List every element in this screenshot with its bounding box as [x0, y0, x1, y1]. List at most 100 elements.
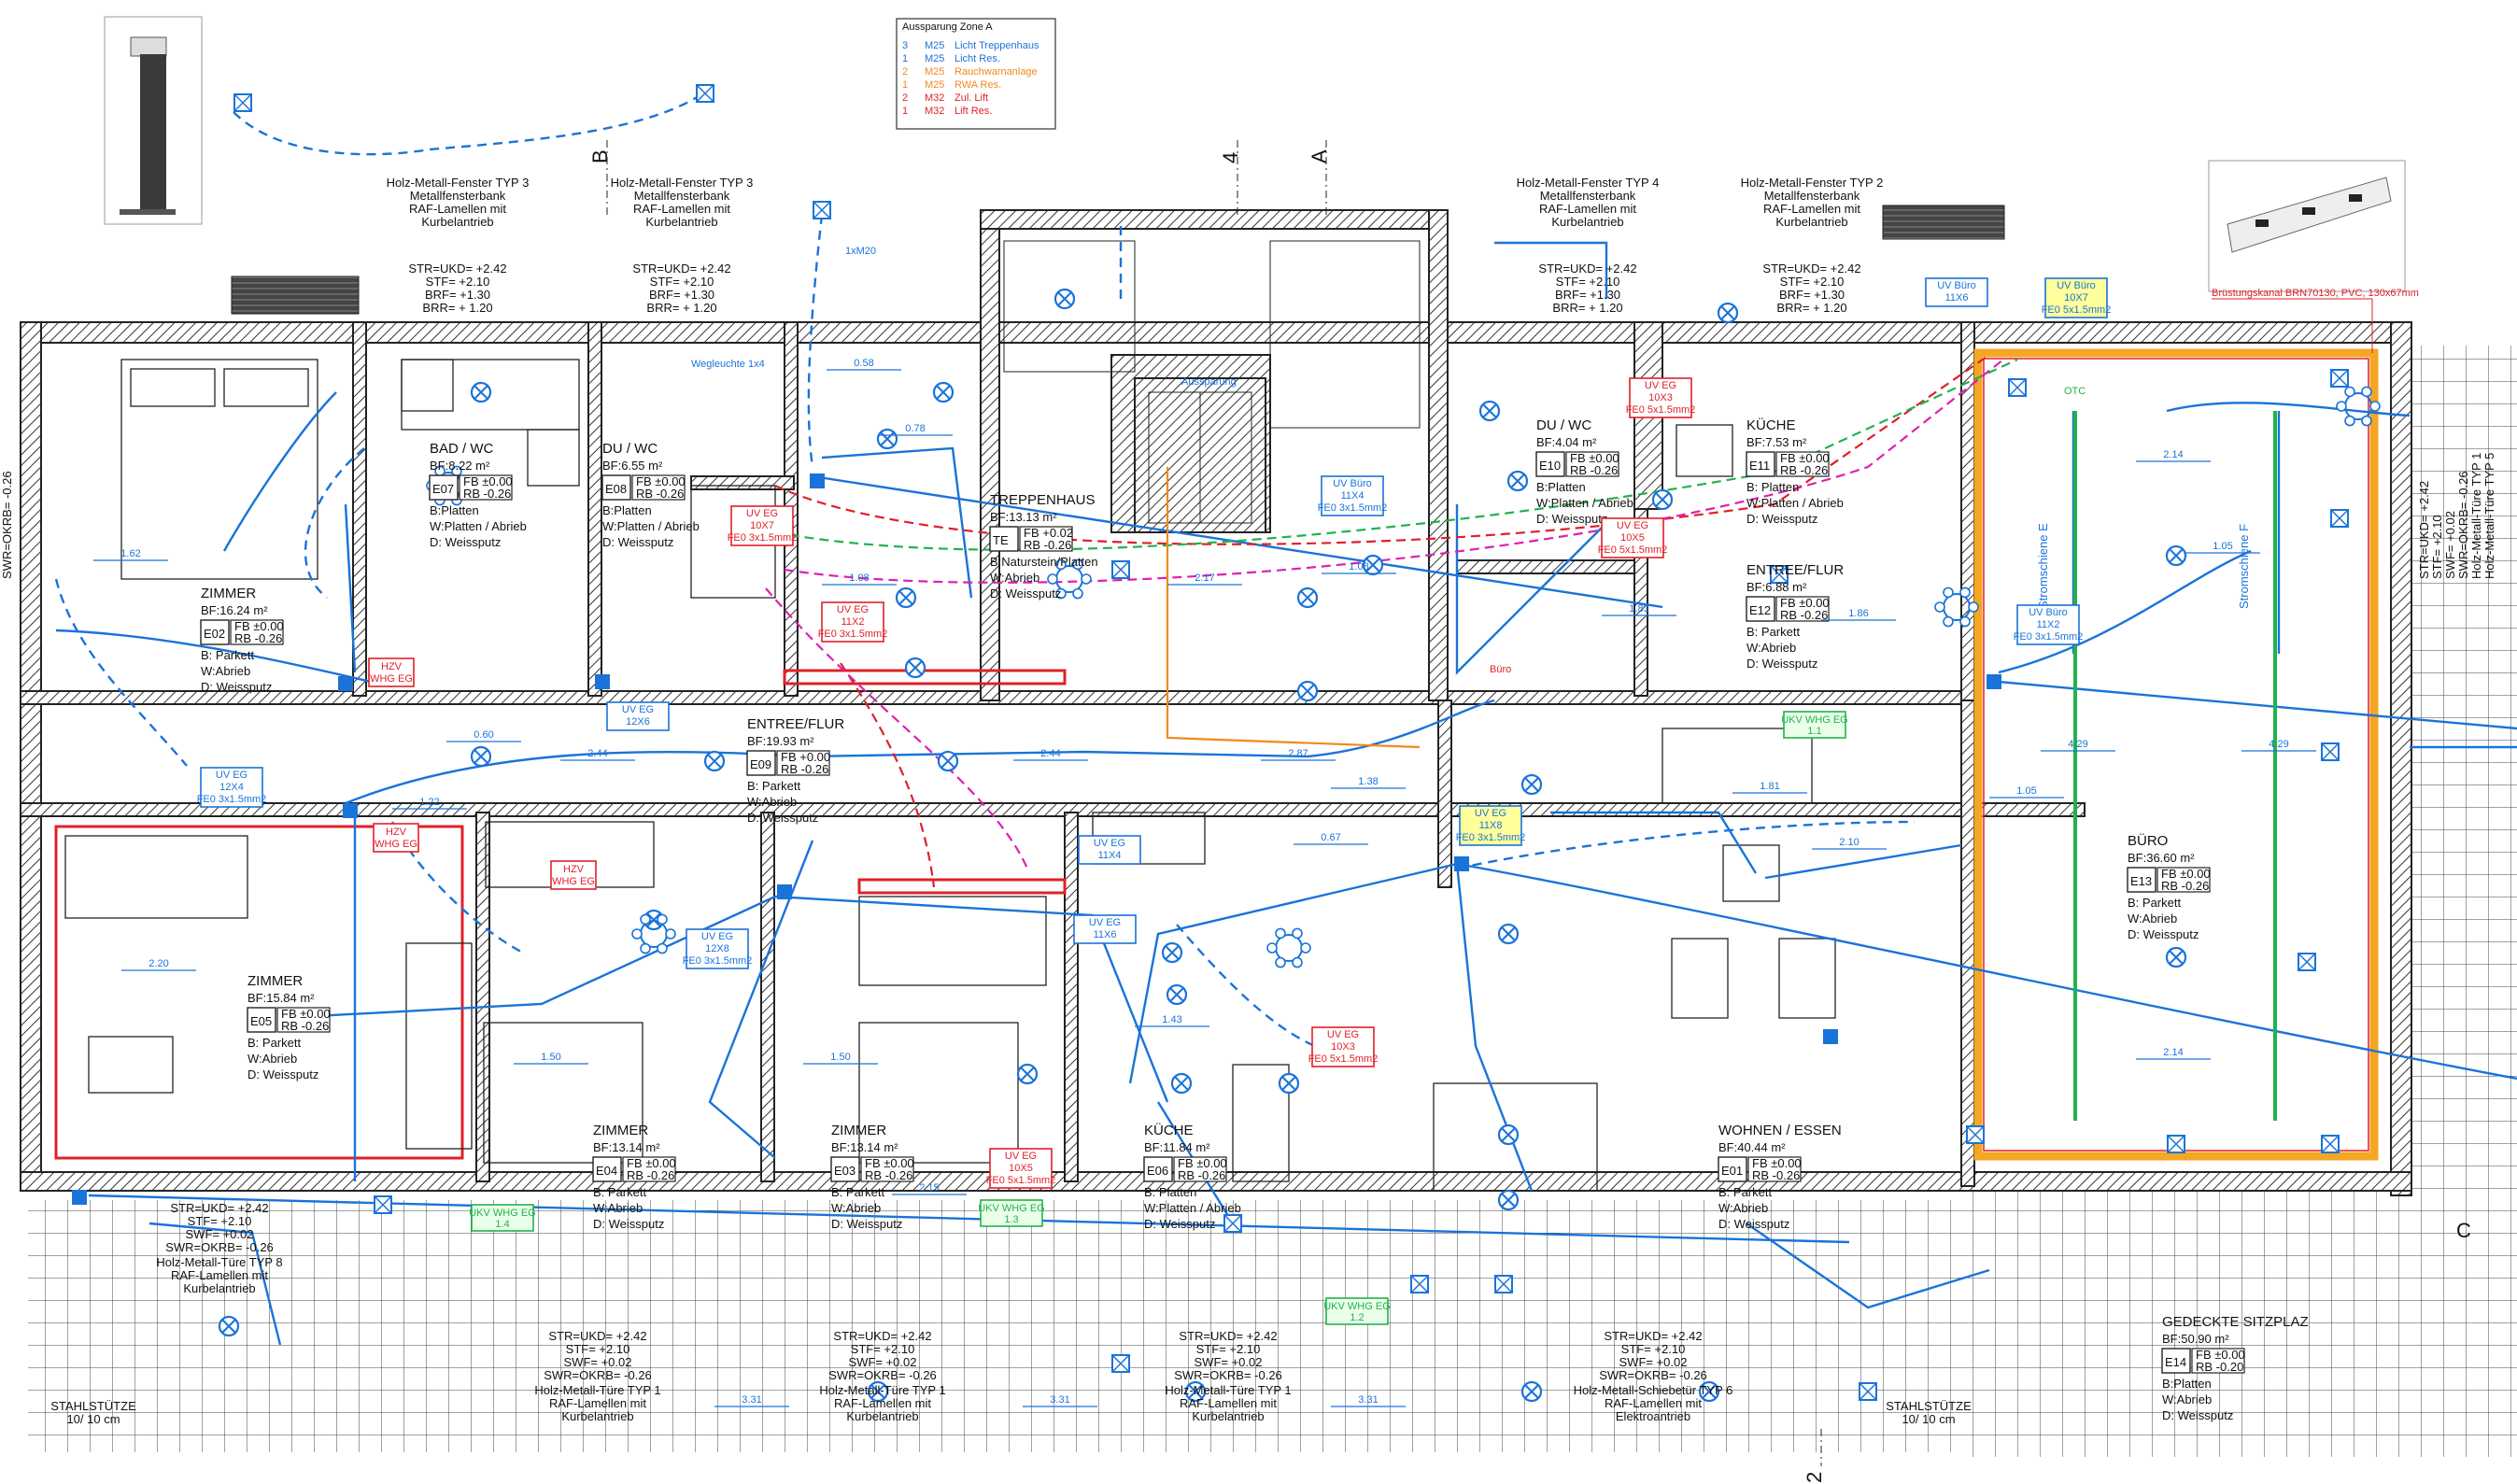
ceiling-light-icon [703, 750, 726, 772]
room-area: BF:7.53 m² [1746, 435, 1807, 449]
socket-icon [1111, 1354, 1130, 1373]
window-spec-line: STR=UKD= +2.42 [632, 261, 730, 276]
room-id: E05 [250, 1014, 272, 1028]
room-name: GEDECKTE SITZPLAZ [2162, 1314, 2309, 1330]
door-note-line: Kurbelantrieb [846, 1409, 918, 1423]
room-floor-level: FB ±0.00 [1780, 596, 1830, 610]
distribution-box-title: UV EG [1005, 1151, 1037, 1162]
room-id: E01 [1721, 1164, 1743, 1178]
distribution-box-cable: FE0 3x1.5mm2 [2014, 631, 2084, 643]
room-name: KÜCHE [1144, 1122, 1194, 1138]
room-finish-line: W:Abrieb [593, 1201, 643, 1215]
magenta-cable-down [765, 587, 1029, 869]
radiator-top-right [1882, 205, 2005, 240]
window-spec-line: BRR= + 1.20 [1552, 301, 1622, 315]
window-note-line: Kurbelantrieb [645, 215, 717, 229]
kanal-frame [1973, 348, 2379, 1161]
socket-icon [1770, 565, 1789, 584]
window-specs: Holz-Metall-Fenster TYP 3Metallfensterba… [387, 176, 1884, 315]
side-spec-line: Holz-Metall-Türe TYP 5 [2482, 453, 2496, 579]
room-finish-line: D: Weissputz [593, 1217, 664, 1231]
junction-box-icon [1987, 674, 2001, 689]
room-id: E03 [834, 1164, 855, 1178]
room-floor-level: FB ±0.00 [2196, 1348, 2245, 1362]
ceiling-light-icon [1717, 302, 1739, 324]
socket-icon [1859, 1382, 1877, 1401]
magenta-cable-route [784, 359, 2004, 584]
socket-icon [374, 1195, 392, 1214]
distribution-box-title: UV EG [216, 770, 247, 781]
distribution-box-title: UV EG [837, 604, 869, 615]
hzv-box-title: HZV [381, 661, 403, 672]
side-spec-line: SWR=OKRB= -0.26 [0, 471, 14, 579]
side-spec-line: STR=UKD= +2.42 [2417, 481, 2431, 579]
door-note-line: Kurbelantrieb [183, 1281, 255, 1295]
hzv-box-sub: WHG EG [552, 876, 595, 887]
window-note-line: Kurbelantrieb [421, 215, 493, 229]
socket-icon [2330, 369, 2349, 388]
door-spec-line: STF= +2.10 [188, 1214, 252, 1228]
ukv-box-title: UKV WHG EG [1323, 1301, 1391, 1312]
ukv-box: UKV WHG EG1.1 [1781, 711, 1848, 739]
junction-box-icon [595, 674, 610, 689]
distribution-box-title: UV EG [1617, 520, 1648, 531]
room-name: DU / WC [602, 441, 658, 457]
label-otc: OTC [2064, 386, 2086, 397]
distribution-box-size: 10X5 [1009, 1163, 1033, 1174]
ukv-box-sub: 1.3 [1004, 1214, 1018, 1225]
dimension-label: 1.38 [1358, 776, 1378, 787]
room-name: BÜRO [2128, 832, 2168, 849]
room-finish-line: W:Platten / Abrieb [1144, 1201, 1241, 1215]
room-id: E12 [1749, 603, 1771, 617]
ceiling-light-icon [1053, 288, 1076, 310]
room-area: BF:16.24 m² [201, 603, 268, 617]
ceiling-light-icon [895, 587, 917, 609]
room-finish-line: W:Abrieb [201, 664, 250, 678]
socket-icon [696, 84, 714, 103]
window-spec-line: STF= +2.10 [650, 275, 714, 289]
door-spec-line: STF= +2.10 [1621, 1342, 1686, 1356]
room-finish-line: D: Weissputz [747, 811, 818, 825]
dimension-label: 1.83 [1629, 603, 1648, 615]
legend-row-code: M25 [925, 66, 944, 78]
ukv-box: UKV WHG EG1.3 [978, 1199, 1045, 1227]
ceiling-light-icon [1296, 587, 1319, 609]
window-note-line: Holz-Metall-Fenster TYP 2 [1741, 176, 1884, 190]
distribution-box-size: 10X5 [1620, 532, 1645, 544]
room-name: TREPPENHAUS [990, 492, 1096, 508]
room-raw-level: RB -0.26 [781, 762, 828, 776]
room-area: BF:13.13 m² [990, 510, 1057, 524]
dimension-label: 3.31 [1050, 1394, 1069, 1406]
door-note-line: RAF-Lamellen mit [171, 1268, 268, 1282]
door-spec-line: STR=UKD= +2.42 [548, 1329, 646, 1343]
red-zone-kueche [857, 878, 1067, 895]
distribution-box-title: UV EG [1645, 380, 1676, 391]
window-note-line: RAF-Lamellen mit [1763, 202, 1860, 216]
room-floor-level: FB ±0.00 [463, 474, 513, 488]
dimension-label: 1.50 [541, 1052, 560, 1063]
room-floor-level: FB +0.00 [781, 750, 830, 764]
door-note-line: Holz-Metall-Türe TYP 1 [819, 1383, 945, 1397]
dimension-label: 3.31 [742, 1394, 761, 1406]
window-spec-line: STF= +2.10 [426, 275, 490, 289]
door-spec-line: SWF= +0.02 [1195, 1355, 1263, 1369]
label-aussparung: Aussparung [1181, 376, 1237, 388]
room-finish-line: B: Platten [1144, 1185, 1196, 1199]
ukv-box-sub: 1.1 [1807, 726, 1821, 737]
distribution-box-size: 11X2 [841, 616, 865, 628]
dimension-label: 1.22 [419, 797, 439, 808]
room-raw-level: RB -0.26 [1752, 1168, 1800, 1182]
legend-row-code: M25 [925, 79, 944, 91]
